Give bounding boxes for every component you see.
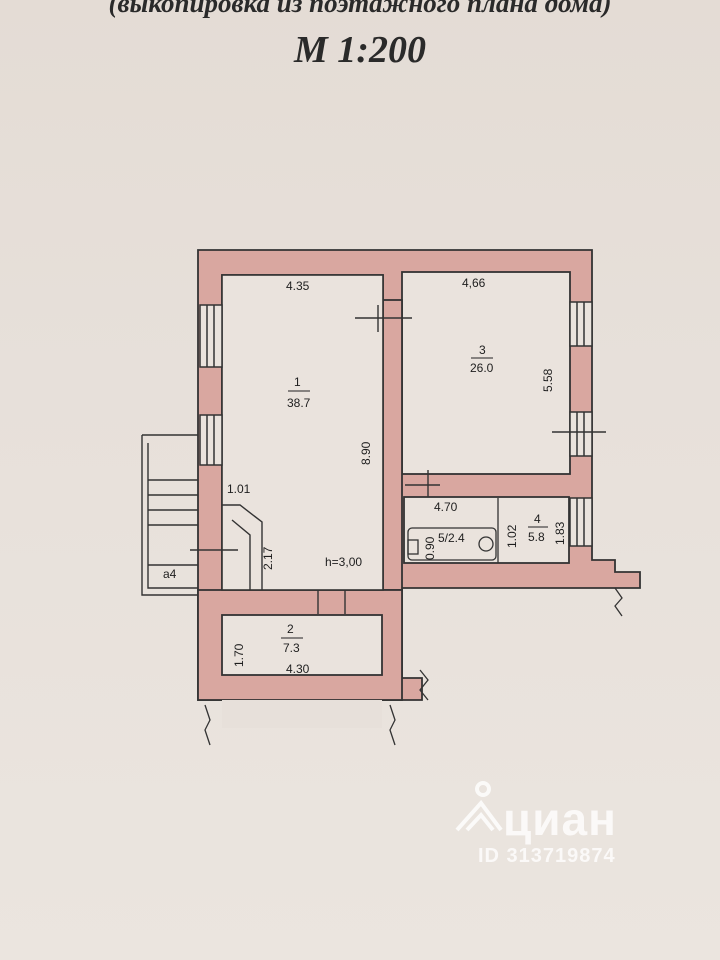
- room3-area: [401, 271, 571, 475]
- toilet-icon: [407, 539, 419, 555]
- room2-width: 4.30: [286, 662, 310, 676]
- sink-icon: [478, 536, 494, 552]
- window-right-2: [569, 411, 593, 457]
- room2-area: [221, 614, 383, 676]
- labels: 4.35 1 38.7 8.90 1.01 2.17 h=3,00 a4 2 7…: [163, 276, 567, 676]
- room1-number: 1: [294, 375, 301, 389]
- room3-width: 4,66: [462, 276, 486, 290]
- room4-number: 4: [534, 512, 541, 526]
- room5-label: 5/2.4: [438, 531, 465, 545]
- room1-area: 38.7: [287, 396, 311, 410]
- walls: [197, 249, 641, 728]
- plan-subtitle: (выкопировка из поэтажного плана дома): [108, 0, 612, 18]
- room3-length: 5.58: [541, 368, 555, 392]
- stair-length: 2.17: [261, 546, 275, 570]
- room3-number: 3: [479, 343, 486, 357]
- plan-scale: М 1:200: [294, 29, 426, 71]
- window-left-2: [199, 414, 223, 466]
- watermark-brand: циан: [503, 793, 617, 845]
- stair-rail: [222, 504, 263, 590]
- room1-area: [221, 274, 384, 591]
- room1-width: 4.35: [286, 279, 310, 293]
- window-right-1: [569, 301, 593, 347]
- bathroom-fixtures: [407, 498, 499, 563]
- ceiling-height: h=3,00: [325, 555, 362, 569]
- stair-width: 1.01: [227, 482, 251, 496]
- room2-length: 1.70: [232, 643, 246, 667]
- cian-house-icon: [455, 781, 503, 832]
- room5-depth: 0.90: [423, 536, 437, 560]
- room4-length: 1.83: [553, 521, 567, 545]
- porch-label: a4: [163, 567, 177, 581]
- room4-area: [403, 496, 570, 564]
- external-stair: [141, 434, 198, 596]
- partition-wall: [382, 299, 403, 591]
- doors: [190, 305, 606, 614]
- bottom-left-gap: [222, 700, 382, 728]
- room4-width: 4.70: [434, 500, 458, 514]
- room4-depth: 1.02: [505, 524, 519, 548]
- room2-number: 2: [287, 622, 294, 636]
- windows: [199, 301, 593, 547]
- break-marks: [204, 587, 623, 746]
- room3-area: 26.0: [470, 361, 494, 375]
- room4-area: 5.8: [528, 530, 545, 544]
- window-right-3: [569, 497, 593, 547]
- room2-area: 7.3: [283, 641, 300, 655]
- window-left-1: [199, 304, 223, 368]
- watermark-id: ID 313719874: [478, 845, 616, 867]
- room1-length: 8.90: [359, 441, 373, 465]
